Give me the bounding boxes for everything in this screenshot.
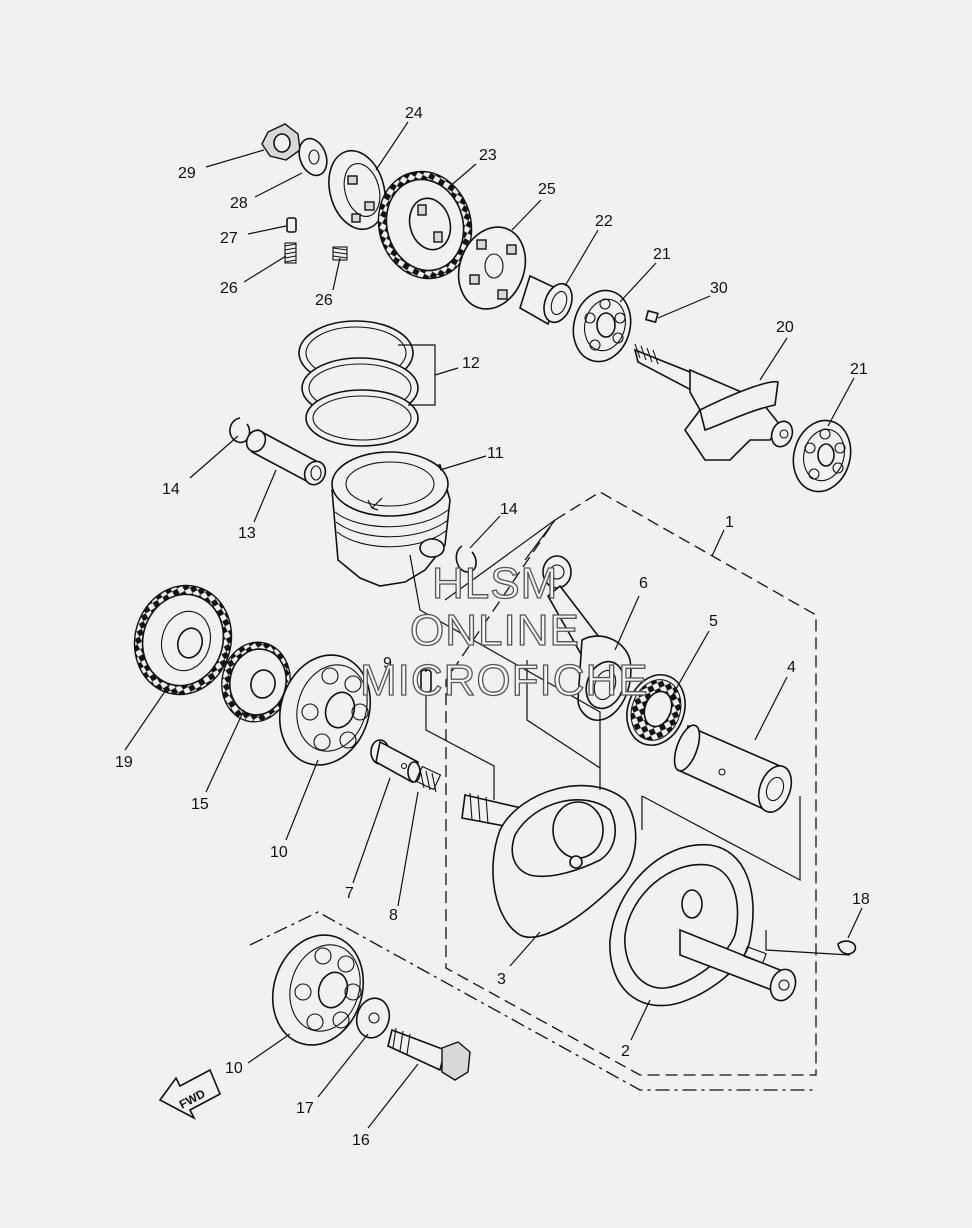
callout-labels: 29 28 24 23 27 26 26 25 22 21 30 20 21 1…	[115, 105, 870, 1149]
part-crank-key	[837, 940, 857, 955]
callout-27: 27	[220, 230, 238, 247]
lower-assembly-boundary	[249, 911, 816, 1091]
part-piston-pin	[245, 428, 327, 486]
callout-4: 4	[787, 659, 796, 676]
part-nut	[261, 123, 301, 161]
part-needle-bearing	[626, 674, 686, 746]
watermark-line-3: MICROFICHE	[360, 656, 649, 705]
part-circlip-right	[455, 545, 477, 573]
callout-3: 3	[497, 971, 506, 988]
callout-9: 9	[383, 655, 392, 672]
part-main-bearing-upper	[278, 654, 372, 766]
part-bolt	[387, 1027, 471, 1081]
part-woodruff-key	[644, 309, 659, 324]
callout-18: 18	[852, 891, 870, 908]
part-bearing-upper	[572, 289, 632, 363]
part-gear-small	[221, 641, 291, 723]
part-pin	[286, 217, 297, 233]
callout-20: 20	[776, 319, 794, 336]
callout-21: 21	[653, 246, 671, 263]
part-spring	[414, 765, 442, 793]
callout-5: 5	[709, 613, 718, 630]
callout-29: 29	[178, 165, 196, 182]
callout-30: 30	[710, 280, 728, 297]
callout-24: 24	[405, 105, 423, 122]
part-bearing-lower	[792, 419, 852, 493]
callout-12: 12	[462, 355, 480, 372]
callout-28: 28	[230, 195, 248, 212]
part-collar	[519, 274, 573, 326]
callout-2: 2	[621, 1043, 630, 1060]
callout-1: 1	[725, 514, 734, 531]
watermark-line-2: ONLINE	[410, 606, 580, 655]
callout-25: 25	[538, 181, 556, 198]
callout-26: 26	[220, 280, 238, 297]
part-crank-left	[461, 784, 637, 938]
part-main-bearing-lower	[271, 934, 365, 1046]
part-plate	[328, 149, 386, 231]
part-lock-washer	[298, 137, 328, 177]
callout-8: 8	[389, 907, 398, 924]
part-circlip-left	[229, 417, 251, 444]
callout-14: 14	[500, 501, 518, 518]
part-spring-left	[284, 242, 297, 264]
callout-11: 11	[487, 445, 504, 462]
part-washer	[355, 997, 391, 1039]
callout-15: 15	[191, 796, 209, 813]
callout-10: 10	[270, 844, 288, 861]
callout-23: 23	[479, 147, 497, 164]
leader-lines	[124, 121, 863, 1129]
part-piston	[331, 451, 451, 587]
callout-19: 19	[115, 754, 133, 771]
callout-13: 13	[238, 525, 256, 542]
callout-17: 17	[296, 1100, 314, 1117]
part-piston-rings	[298, 320, 459, 447]
watermark: HLSM ONLINE MICROFICHE	[359, 558, 649, 705]
fwd-arrow: FWD	[158, 1068, 222, 1120]
part-balancer-plate	[457, 226, 527, 310]
callout-14: 14	[162, 481, 180, 498]
callout-22: 22	[595, 213, 613, 230]
callout-21: 21	[850, 361, 868, 378]
callout-7: 7	[345, 885, 354, 902]
callout-6: 6	[639, 575, 648, 592]
crankshaft-assembly-boundary	[444, 491, 817, 1076]
part-connecting-rod	[542, 555, 632, 721]
part-gear-large	[133, 584, 233, 696]
callout-10: 10	[225, 1060, 243, 1077]
part-primary-gear	[377, 170, 473, 280]
part-crank-pin	[673, 724, 793, 814]
part-plug-shaft	[370, 739, 421, 784]
callout-26: 26	[315, 292, 333, 309]
part-crank-right	[609, 843, 797, 1007]
callout-16: 16	[352, 1132, 370, 1149]
part-balancer-shaft	[633, 343, 794, 461]
watermark-line-1: HLSM	[432, 559, 558, 608]
